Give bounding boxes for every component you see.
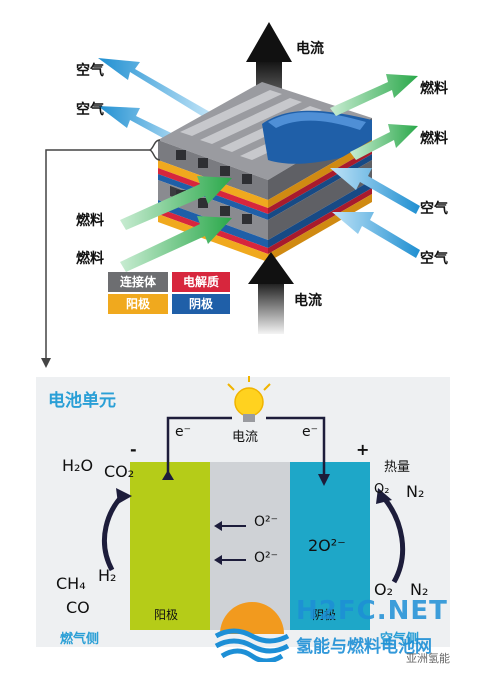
- chem-n2-top: N₂: [406, 482, 425, 501]
- cell-electrolyte: [210, 462, 290, 630]
- flow-arrowhead-right: [376, 488, 392, 504]
- cell-cathode: [290, 462, 370, 630]
- ion-arrows: [222, 525, 246, 561]
- cell-connector: [45, 139, 161, 362]
- chem-h2o: H₂O: [62, 456, 94, 475]
- external-circuit: [166, 416, 326, 478]
- ion-arrowhead-2: [214, 555, 222, 565]
- watermark-logo-icon: [214, 602, 290, 662]
- chem-co: CO: [66, 598, 90, 617]
- chem-o2-bottom: O₂: [374, 580, 394, 599]
- connector-arrowhead: [41, 358, 51, 368]
- fuel-arrow-right-1: [330, 74, 418, 116]
- flow-arrowhead-left: [116, 488, 132, 504]
- cell-title: 电池单元: [48, 391, 116, 411]
- electron-label-left: e⁻: [175, 424, 192, 440]
- electron-label-right: e⁻: [302, 424, 319, 440]
- cell-cathode-label: 阴极: [312, 608, 337, 622]
- label-air-right-2: 空气: [420, 251, 448, 267]
- cell-anode: [130, 462, 210, 630]
- chem-o2-top: O₂: [374, 482, 390, 497]
- bulb-icon: [227, 376, 271, 422]
- circuit-arrow-up: [162, 470, 174, 480]
- fuel-arrow-left-2: [120, 216, 232, 272]
- legend-electrolyte: 电解质: [172, 272, 230, 292]
- legend-cathode: 阴极: [172, 294, 230, 314]
- minus-sign: -: [130, 440, 137, 459]
- label-fuel-right-1: 燃料: [420, 81, 448, 97]
- air-arrow-right-2: [332, 212, 420, 258]
- label-air-right-1: 空气: [420, 201, 448, 217]
- label-fuel-right-2: 燃料: [420, 131, 448, 147]
- label-current-top: 电流: [296, 41, 324, 57]
- chem-ch4: CH₄: [56, 574, 86, 593]
- chem-o2minus-2: O²⁻: [254, 550, 279, 566]
- label-air-left-2: 空气: [76, 102, 104, 118]
- label-fuel-left-2: 燃料: [76, 251, 104, 267]
- watermark-account: 亚洲氢能: [406, 652, 450, 665]
- stack-body: [158, 82, 372, 262]
- legend-anode: 阳极: [108, 294, 168, 314]
- ion-arrowhead-1: [214, 521, 222, 531]
- legend-interconnect: 连接体: [108, 272, 168, 292]
- air-arrow-right-1: [330, 168, 420, 214]
- chem-o2minus-1: O²⁻: [254, 514, 279, 530]
- fuel-arrow-right-2: [350, 124, 418, 160]
- cell-illustration: [102, 376, 406, 630]
- cell-current-label: 电流: [232, 430, 259, 445]
- current-arrow-bottom: [248, 252, 294, 334]
- cell-anode-label: 阳极: [154, 608, 179, 622]
- chem-co2: CO₂: [104, 462, 135, 481]
- label-current-bottom: 电流: [294, 293, 322, 309]
- chem-2o2minus: 2O²⁻: [308, 536, 346, 555]
- circuit-arrow-down: [318, 474, 330, 486]
- fuel-arrow-left-1: [120, 176, 232, 230]
- fuel-side-label: 燃气侧: [60, 632, 100, 647]
- stack-illustration: [41, 22, 420, 368]
- label-air-left-1: 空气: [76, 63, 104, 79]
- chem-n2-bottom: N₂: [410, 580, 429, 599]
- air-arrow-left-1: [98, 58, 210, 118]
- label-fuel-left-1: 燃料: [76, 213, 104, 229]
- watermark-name: 氢能与燃料电池网: [296, 637, 432, 657]
- chem-h2: H₂: [98, 566, 117, 585]
- plus-sign: +: [356, 440, 370, 459]
- watermark-site: H2FC.NET: [296, 596, 448, 626]
- air-side-label: 空气侧: [380, 632, 420, 647]
- heat-label: 热量: [384, 460, 411, 475]
